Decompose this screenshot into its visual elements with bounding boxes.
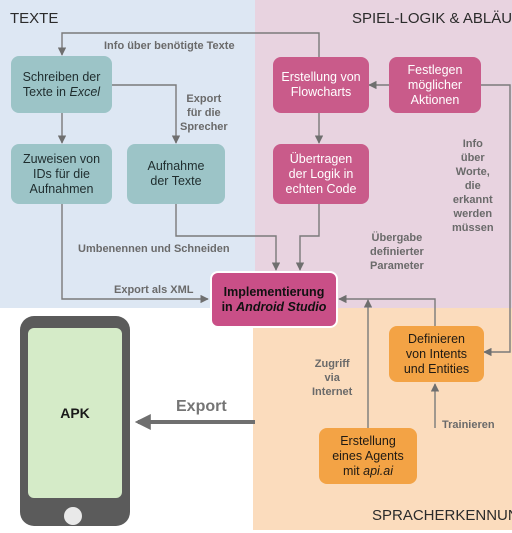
region-title-spiel: SPIEL-LOGIK & ABLÄUFE bbox=[352, 10, 512, 27]
box-schreiben-line1: Schreiben der bbox=[22, 69, 101, 84]
phone-screen: APK bbox=[28, 328, 122, 498]
box-impl-italic: Android Studio bbox=[236, 299, 327, 314]
phone-home-button bbox=[64, 507, 82, 525]
label-export-xml: Export als XML bbox=[114, 284, 194, 296]
label-info-texte: Info über benötigte Texte bbox=[104, 40, 235, 52]
label-umbenennen: Umbenennen und Schneiden bbox=[78, 243, 230, 255]
label-info-worte: Info über Worte, die erkannt werden müss… bbox=[452, 138, 494, 234]
box-festlegen-aktionen: Festlegen möglicher Aktionen bbox=[389, 57, 481, 113]
label-uebergabe: Übergabe definierter Parameter bbox=[370, 232, 424, 272]
arrow-info-texte bbox=[57, 32, 320, 57]
region-title-texte: TEXTE bbox=[10, 10, 59, 27]
label-export-sprecher: Export für die Sprecher bbox=[180, 93, 228, 133]
box-flowcharts: Erstellung von Flowcharts bbox=[273, 57, 369, 113]
label-trainieren: Trainieren bbox=[442, 419, 495, 431]
label-export-apk: Export bbox=[176, 398, 227, 415]
box-intents-entities: Definieren von Intents und Entities bbox=[389, 326, 484, 382]
box-schreiben-line2: Texte in bbox=[22, 84, 70, 99]
box-agent-prefix: mit bbox=[342, 463, 364, 478]
arrow-intents-impl bbox=[338, 294, 436, 326]
arrow-schreiben-aufnahme bbox=[112, 84, 181, 144]
arrow-festlegen-intents bbox=[481, 84, 511, 357]
arrow-aufnahme-impl bbox=[175, 204, 281, 271]
box-impl-line2: in bbox=[221, 299, 237, 314]
arrow-uebertragen-impl bbox=[295, 204, 320, 271]
box-schreiben-italic: Excel bbox=[69, 84, 101, 99]
box-aufnahme-texte: Aufnahme der Texte bbox=[127, 144, 225, 204]
box-zuweisen-ids: Zuweisen von IDs für die Aufnahmen bbox=[11, 144, 112, 204]
box-uebertragen-logik: Übertragen der Logik in echten Code bbox=[273, 144, 369, 204]
box-agent-italic: api.ai bbox=[363, 463, 394, 478]
region-title-sprach: SPRACHERKENNUNG bbox=[372, 507, 512, 524]
arrow-zuweisen-impl bbox=[61, 204, 209, 304]
label-zugriff: Zugriff via Internet bbox=[312, 358, 353, 398]
box-impl-line1: Implementierung bbox=[223, 284, 325, 299]
box-agent-line: Erstellung eines Agents bbox=[332, 433, 404, 463]
